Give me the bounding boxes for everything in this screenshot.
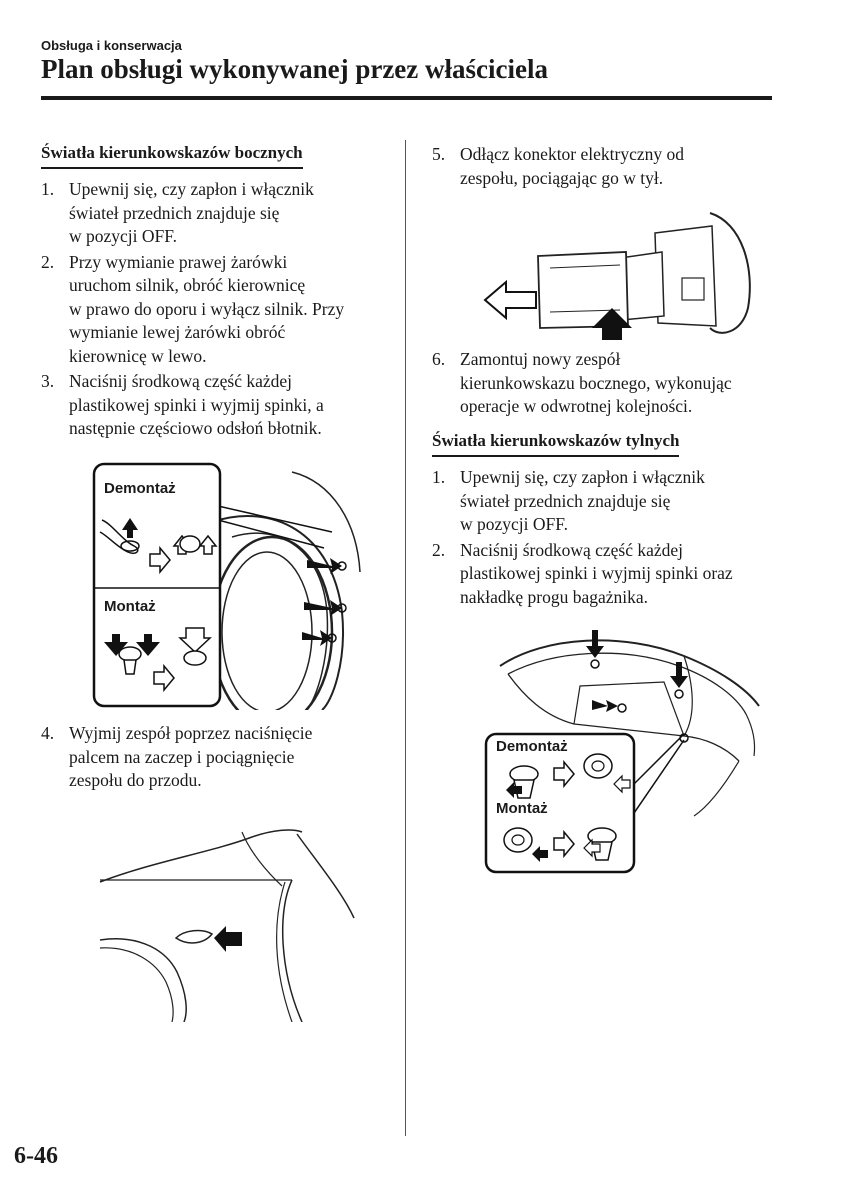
fender-clips-illustration [92, 462, 361, 729]
connector-illustration [483, 212, 751, 340]
column-divider [405, 140, 406, 1136]
step-line: nakładkę progu bagażnika. [460, 586, 649, 607]
step-line: Wyjmij zespół poprzez naciśnięcie [69, 723, 313, 743]
step-line: następnie częściowo odsłoń błotnik. [69, 418, 322, 438]
step-line: w pozycji OFF. [69, 226, 177, 246]
step-line: świateł przednich znajduje się [460, 490, 671, 511]
steps-right-top-5: 5. Odłącz konektor elektryczny od zespoł… [432, 143, 782, 192]
step-item: 1. Upewnij się, czy zapłon i włącznik św… [41, 178, 393, 249]
figure-fender-clips: Demontaż Montaż [92, 462, 362, 729]
step-number: 6. [432, 349, 446, 369]
step-line: Naciśnij środkową część każdej [69, 371, 293, 391]
page-number: 6-46 [14, 1143, 58, 1169]
step-item: 1. Upewnij się, czy zapłon i włącznik św… [432, 466, 782, 537]
step-line: w prawo do oporu i wyłącz silnik. Przy [69, 298, 345, 319]
steps-left-top: 1. Upewnij się, czy zapłon i włącznik św… [41, 178, 393, 443]
step-line: plastikowej spinki i wyjmij spinki oraz [460, 563, 733, 583]
step-item: 5. Odłącz konektor elektryczny od zespoł… [432, 143, 782, 190]
page-title: Plan obsługi wykonywanej przez właścicie… [41, 54, 548, 84]
figure-side-indicator-removal [92, 822, 382, 1023]
figure-trunk-sill-clips: Demontaż Montaż [484, 626, 764, 874]
step-number: 2. [432, 539, 446, 560]
step-line: świateł przednich znajduje się [69, 202, 280, 223]
steps-right-top-6: 6. Zamontuj nowy zespół kierunkowskazu b… [432, 348, 782, 421]
step-line: plastikowej spinki i wyjmij spinki, a [69, 394, 324, 415]
step-line: Naciśnij środkową część każdej [460, 539, 684, 560]
step-line: Odłącz konektor elektryczny od [460, 144, 685, 164]
step-number: 5. [432, 144, 446, 164]
step-line: wymianie lewej żarówki obróć [69, 322, 286, 342]
step-line: Zamontuj nowy zespół [460, 349, 621, 369]
title-rule [41, 96, 772, 100]
step-item: 4. Wyjmij zespół poprzez naciśnięcie pal… [41, 722, 393, 793]
steps-left-bottom: 4. Wyjmij zespół poprzez naciśnięcie pal… [41, 722, 393, 795]
step-line: zespołu do przodu. [69, 770, 202, 790]
step-number: 3. [41, 371, 55, 391]
figure-label-remove: Demontaż [496, 738, 568, 755]
steps-right-bottom: 1. Upewnij się, czy zapłon i włącznik św… [432, 466, 782, 611]
step-line: palcem na zaczep i pociągnięcie [69, 746, 295, 767]
step-item: 2. Przy wymianie prawej żarówki uruchom … [41, 251, 393, 369]
step-item: 3. Naciśnij środkową część każdej plasti… [41, 370, 393, 441]
figure-connector-removal [480, 208, 760, 343]
section-label: Obsługa i konserwacja [41, 38, 182, 53]
figure-label-install: Montaż [104, 598, 156, 615]
figure-label-install: Montaż [496, 800, 548, 817]
step-line: uruchom silnik, obróć kierownicę [69, 275, 306, 295]
step-line: kierunkowskazu bocznego, wykonując [460, 372, 732, 393]
step-line: zespołu, pociągając go w tył. [460, 167, 664, 188]
step-line: operacje w odwrotnej kolejności. [460, 396, 693, 416]
trunk-clips-illustration [484, 630, 760, 874]
section-heading-side-indicators: Światła kierunkowskazów bocznych [41, 143, 303, 169]
step-number: 1. [432, 467, 446, 487]
step-line: Upewnij się, czy zapłon i włącznik [460, 467, 705, 487]
step-line: Upewnij się, czy zapłon i włącznik [69, 179, 314, 199]
step-line: Przy wymianie prawej żarówki [69, 251, 288, 272]
section-heading-rear-indicators: Światła kierunkowskazów tylnych [432, 431, 680, 457]
step-number: 4. [41, 723, 55, 743]
step-item: 6. Zamontuj nowy zespół kierunkowskazu b… [432, 348, 782, 419]
step-line: w pozycji OFF. [460, 514, 568, 534]
step-line: kierownicę w lewo. [69, 345, 207, 366]
step-item: 2. Naciśnij środkową część każdej plasti… [432, 539, 782, 610]
car-side-illustration [99, 829, 355, 1023]
step-number: 2. [41, 251, 55, 272]
figure-label-remove: Demontaż [104, 480, 176, 497]
step-number: 1. [41, 179, 55, 199]
